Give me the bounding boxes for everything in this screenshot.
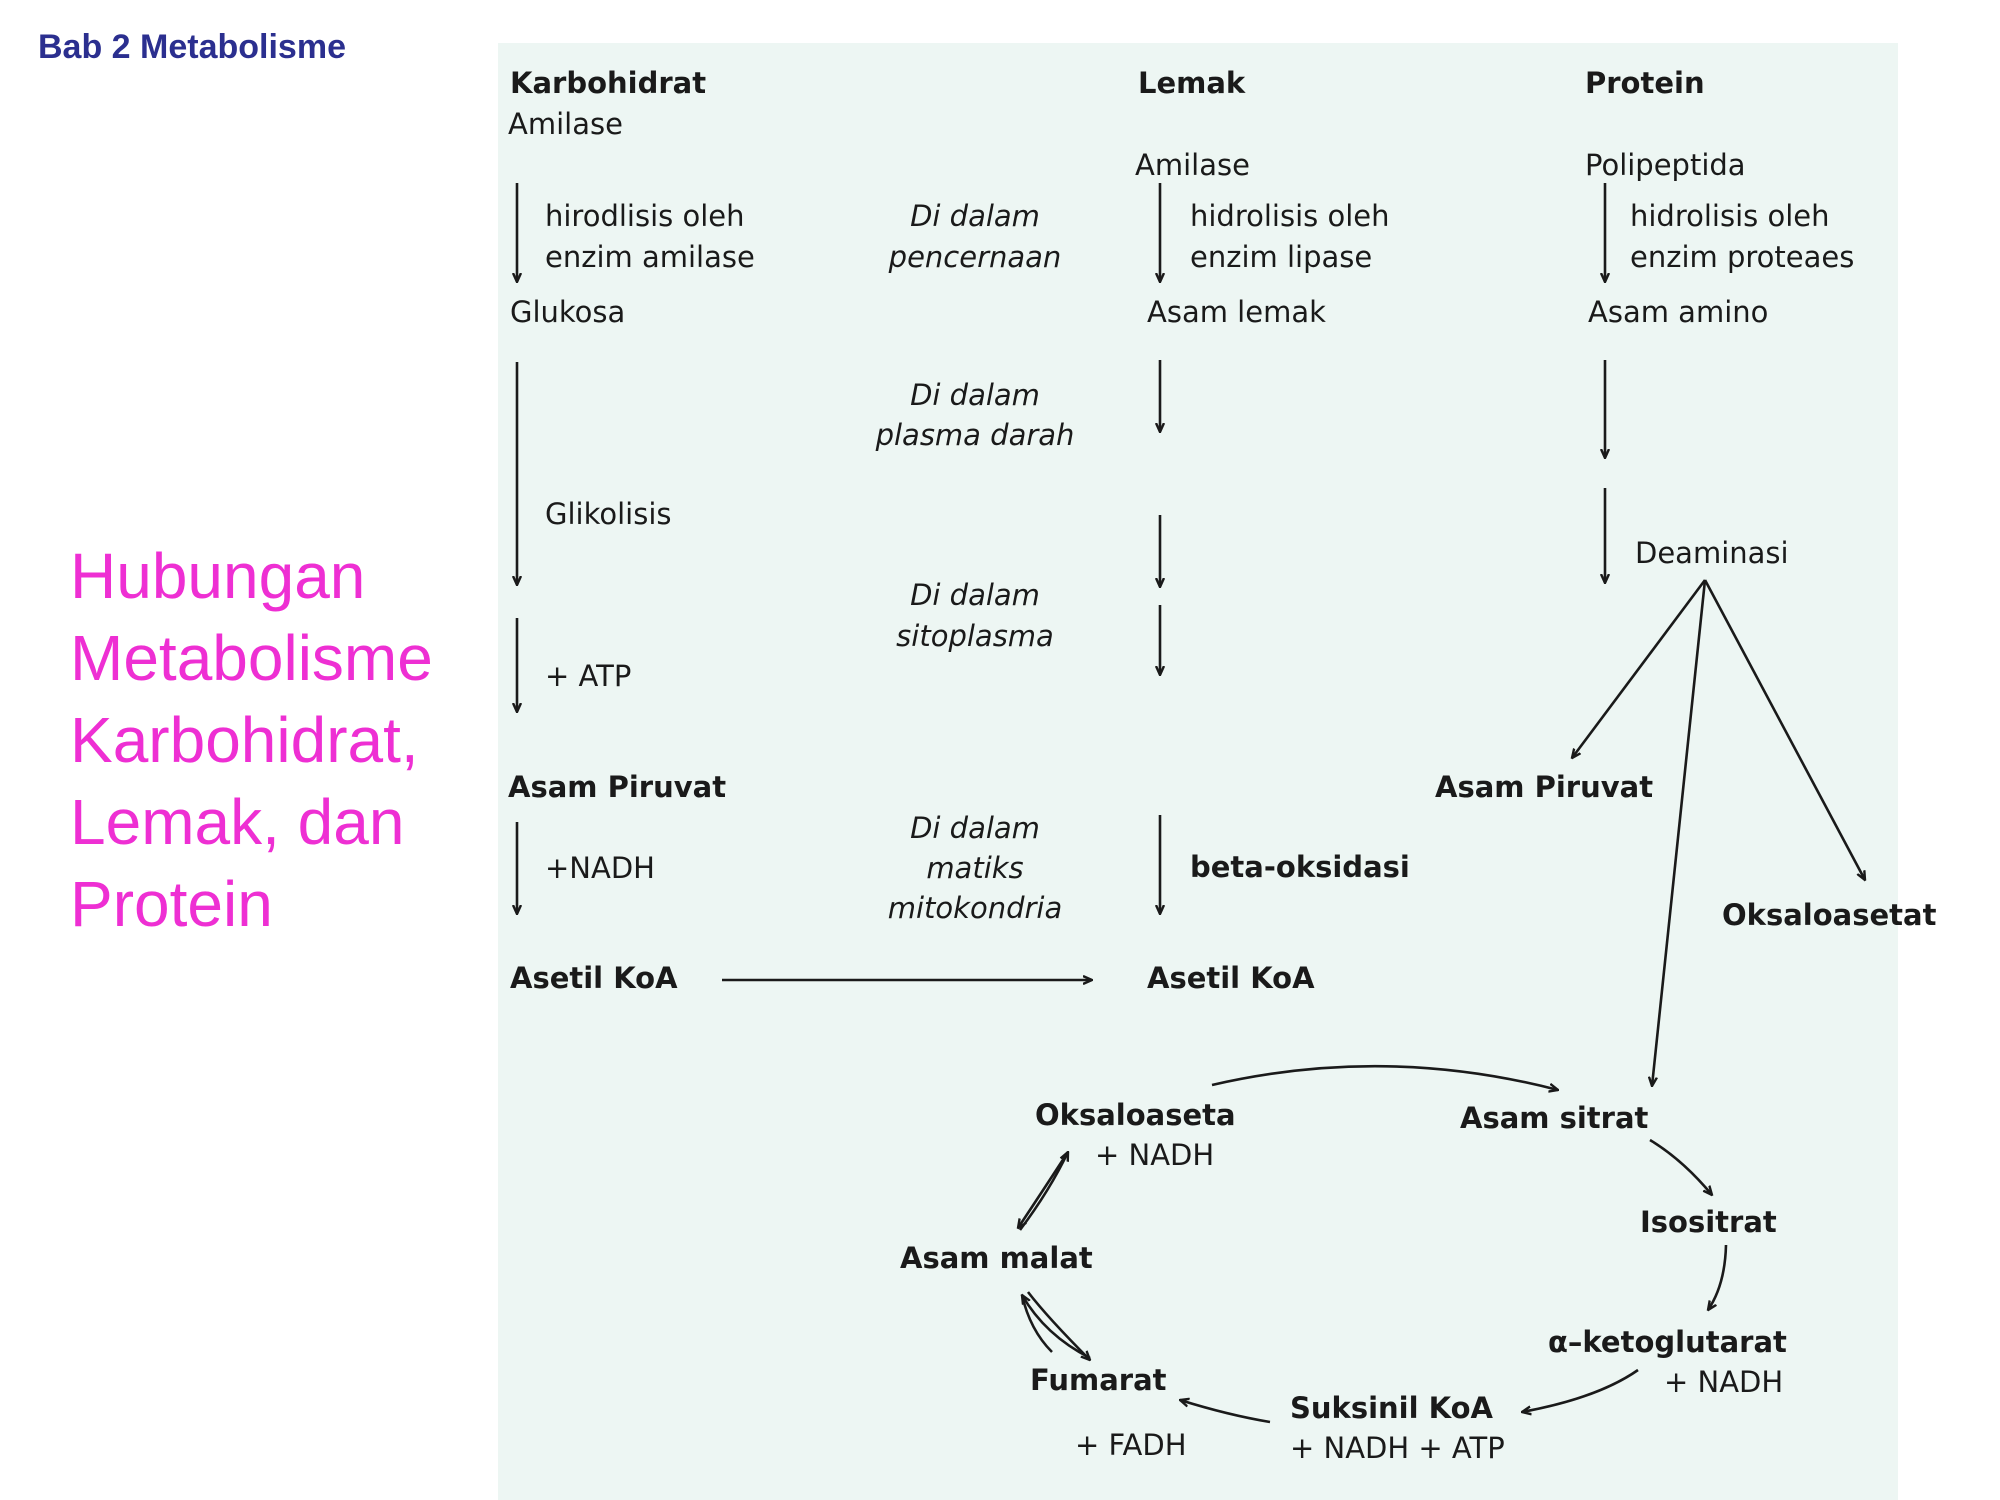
deamination-to-citrate-arrow bbox=[1652, 579, 1707, 1086]
deamination-label: Deaminasi bbox=[1635, 536, 1789, 570]
krebs-succinyl-label: Suksinil KoA bbox=[1290, 1391, 1494, 1425]
digestion-label-line2: pencernaan bbox=[888, 240, 1062, 274]
karbohidrat-title: Karbohidrat bbox=[510, 66, 706, 100]
lemak-start: Amilase bbox=[1135, 148, 1250, 182]
deamination-to-oxaloacetate-arrow bbox=[1703, 579, 1865, 880]
chapter-header: Bab 2 Metabolisme bbox=[38, 28, 346, 66]
lemak-title: Lemak bbox=[1138, 66, 1246, 100]
karbohidrat-start: Amilase bbox=[508, 107, 623, 141]
succinyl-to-fumarate-arrow bbox=[1180, 1400, 1271, 1424]
krebs-succinyl-products: + NADH + ATP bbox=[1290, 1431, 1505, 1465]
asam-amino-label: Asam amino bbox=[1588, 295, 1768, 329]
karbohidrat-hydrolysis-line1: hirodlisis oleh bbox=[545, 199, 745, 233]
krebs-citrate-label: Asam sitrat bbox=[1460, 1101, 1649, 1135]
cytoplasm-label-line2: sitoplasma bbox=[896, 619, 1054, 653]
ketoglutarate-to-succinyl-arrow bbox=[1522, 1368, 1639, 1412]
karbohidrat-acetyl-label: Asetil KoA bbox=[510, 961, 678, 995]
slide-title-line: Protein bbox=[70, 868, 273, 940]
slide-title: Hubungan Metabolisme Karbohidrat, Lemak,… bbox=[70, 535, 433, 945]
karbohidrat-nadh-label: +NADH bbox=[545, 851, 655, 885]
glycolysis-label: Glikolisis bbox=[545, 497, 671, 531]
malate-fumarate-arrow bbox=[1026, 1291, 1090, 1360]
lemak-acetyl-label: Asetil KoA bbox=[1147, 961, 1315, 995]
glukosa-label: Glukosa bbox=[510, 295, 625, 329]
krebs-malate-label: Asam malat bbox=[900, 1241, 1093, 1275]
karbohidrat-pyruvate-label: Asam Piruvat bbox=[508, 770, 726, 804]
mitochondria-label-line1: Di dalam bbox=[910, 811, 1040, 845]
protein-hydrolysis-line2: enzim proteaes bbox=[1630, 240, 1854, 274]
deamination-to-pyruvate-arrow bbox=[1572, 579, 1707, 758]
digestion-label-line1: Di dalam bbox=[910, 199, 1040, 233]
citrate-to-isocitrate-arrow bbox=[1649, 1138, 1712, 1195]
plasma-label-line2: plasma darah bbox=[875, 418, 1075, 452]
protein-oxaloacetate-label: Oksaloasetat bbox=[1722, 898, 1937, 932]
krebs-isocitrate-label: Isositrat bbox=[1640, 1205, 1777, 1239]
slide-title-line: Lemak, dan bbox=[70, 786, 405, 858]
beta-oxidation-label: beta-oksidasi bbox=[1190, 850, 1410, 884]
slide-title-line: Karbohidrat, bbox=[70, 704, 419, 776]
protein-start: Polipeptida bbox=[1585, 148, 1746, 182]
asam-lemak-label: Asam lemak bbox=[1147, 295, 1326, 329]
slide-title-line: Hubungan bbox=[70, 540, 366, 612]
protein-hydrolysis-line1: hidrolisis oleh bbox=[1630, 199, 1830, 233]
protein-title: Protein bbox=[1585, 66, 1705, 100]
fumarate-malate-arrow-reverse bbox=[1020, 1294, 1053, 1353]
slide-title-line: Metabolisme bbox=[70, 622, 433, 694]
krebs-fumarate-fadh: + FADH bbox=[1075, 1428, 1187, 1462]
krebs-fumarate-label: Fumarat bbox=[1030, 1363, 1167, 1397]
oksaloaseta-to-malate-arrow bbox=[1018, 1151, 1070, 1228]
mitochondria-label-line2: matiks bbox=[926, 851, 1023, 885]
krebs-ketoglutarate-nadh: + NADH bbox=[1664, 1365, 1783, 1399]
krebs-ketoglutarate-label: α–ketoglutarat bbox=[1548, 1325, 1787, 1359]
isocitrate-to-ketoglutarate-arrow bbox=[1708, 1244, 1728, 1310]
diagram-panel bbox=[498, 43, 1898, 1500]
mitochondria-label-line3: mitokondria bbox=[888, 891, 1063, 925]
krebs-oksaloaseta-label: Oksaloaseta bbox=[1035, 1098, 1236, 1132]
protein-pyruvate-label: Asam Piruvat bbox=[1435, 770, 1653, 804]
karbohidrat-hydrolysis-line2: enzim amilase bbox=[545, 240, 755, 274]
cytoplasm-label-line1: Di dalam bbox=[910, 578, 1040, 612]
lemak-hydrolysis-line2: enzim lipase bbox=[1190, 240, 1372, 274]
atp-label: + ATP bbox=[545, 659, 631, 693]
plasma-label-line1: Di dalam bbox=[910, 378, 1040, 412]
oksaloaseta-to-citrate-arrow bbox=[1211, 1064, 1558, 1090]
lemak-hydrolysis-line1: hidrolisis oleh bbox=[1190, 199, 1390, 233]
krebs-oksaloaseta-nadh: + NADH bbox=[1095, 1138, 1214, 1172]
